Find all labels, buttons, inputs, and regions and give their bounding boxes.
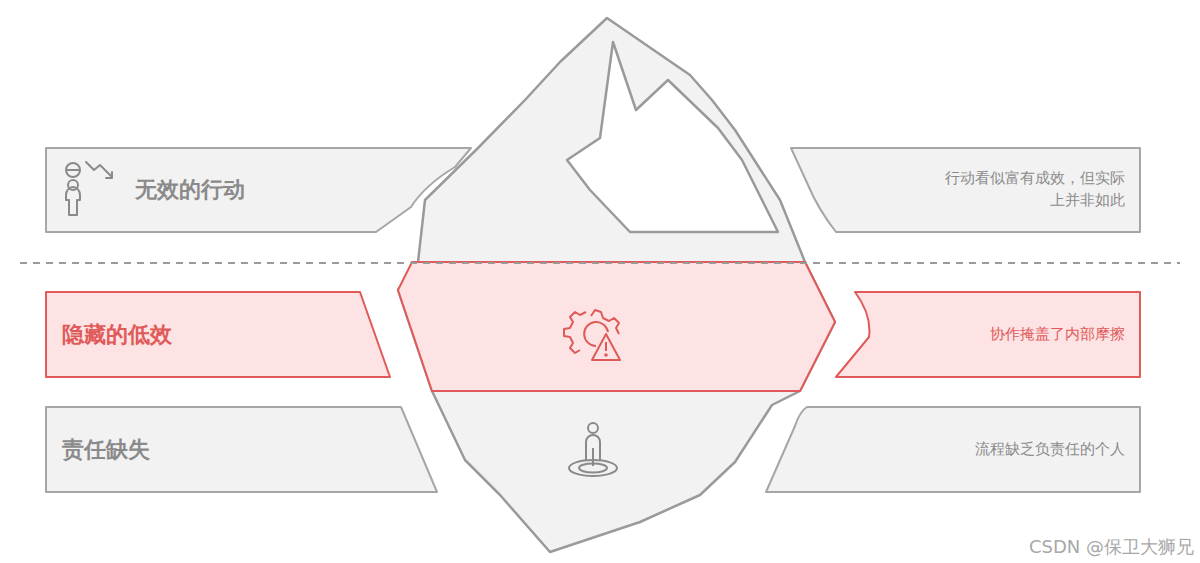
- iceberg: [398, 18, 835, 552]
- person-target-icon: [569, 423, 617, 476]
- band-description: 流程缺乏负责任的个人: [975, 439, 1125, 461]
- band-outline: [46, 407, 437, 492]
- band-title: 无效的行动: [135, 174, 245, 206]
- band-outline: [836, 292, 1140, 377]
- band-outline: [791, 148, 1140, 232]
- highlight-band: [398, 262, 835, 391]
- person-decline-icon: [66, 162, 112, 215]
- band-title: 隐藏的低效: [62, 319, 172, 351]
- band-description: 协作掩盖了内部摩擦: [990, 324, 1125, 346]
- band-title: 责任缺失: [62, 434, 150, 466]
- band-outline: [46, 148, 471, 232]
- band-box: 责任缺失: [45, 406, 438, 493]
- gear-warning-icon: [564, 310, 620, 360]
- band-description: 行动看似富有成效，但实际上并非如此: [939, 168, 1125, 212]
- band-box: 隐藏的低效: [45, 291, 391, 378]
- band-box: 流程缺乏负责任的个人: [765, 406, 1141, 493]
- band-outline: [46, 292, 390, 377]
- snow-cap: [567, 42, 778, 232]
- band-outline: [766, 407, 1140, 492]
- water-line: [20, 262, 1180, 264]
- band-box: 行动看似富有成效，但实际上并非如此: [790, 147, 1141, 233]
- band-box: 协作掩盖了内部摩擦: [835, 291, 1141, 378]
- band-shape: [790, 147, 1141, 233]
- band-shape: [45, 147, 472, 233]
- watermark: CSDN @保卫大狮兄: [1029, 535, 1194, 559]
- band-box: 无效的行动: [45, 147, 472, 233]
